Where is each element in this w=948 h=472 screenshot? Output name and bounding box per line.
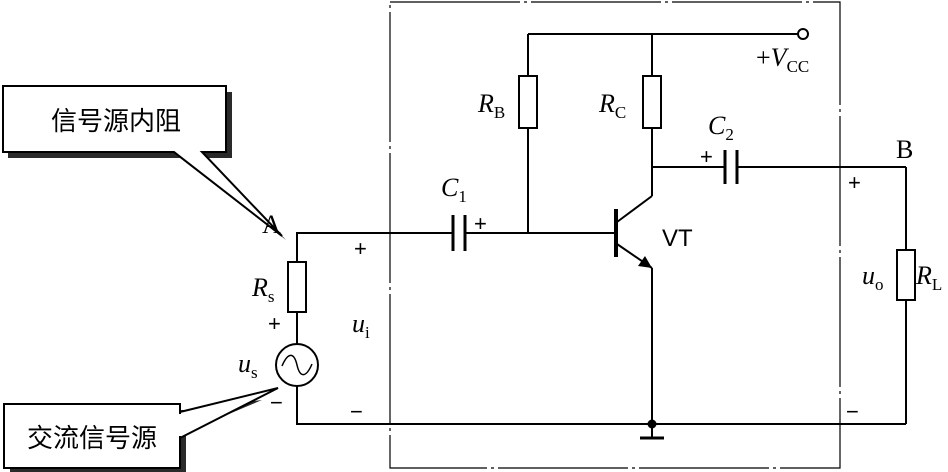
resistor-rs <box>287 261 307 313</box>
resistor-rb <box>518 75 538 129</box>
uo-label: uo <box>862 261 884 294</box>
us-plus-sign: + <box>268 311 281 336</box>
uo-minus-sign: − <box>846 399 859 424</box>
callout-source-resistance: 信号源内阻 <box>2 85 286 240</box>
transistor-vt <box>614 195 653 269</box>
resistor-rl <box>896 249 916 301</box>
node-a-label: A <box>262 210 281 239</box>
callout-ac-source-text: 交流信号源 <box>27 424 157 454</box>
rs-label: Rs <box>251 273 275 306</box>
uo-plus-sign: + <box>848 170 861 195</box>
ui-minus-sign: − <box>350 399 363 424</box>
resistor-rc <box>642 75 662 129</box>
c2-plus-sign: + <box>700 144 713 169</box>
vt-label: VT <box>662 225 693 252</box>
us-minus-sign: − <box>270 390 283 415</box>
capacitor-c2 <box>723 150 739 184</box>
ac-source <box>275 343 319 387</box>
vcc-label: +VCC <box>756 43 809 76</box>
sine-wave-icon <box>281 354 313 376</box>
us-label: us <box>238 349 258 382</box>
emitter-arrow-icon <box>638 256 652 268</box>
ui-label: ui <box>352 309 370 342</box>
c2-label: C2 <box>708 111 734 144</box>
c1-label: C1 <box>441 173 467 206</box>
rb-label: RB <box>477 89 505 122</box>
rl-label: RL <box>915 261 942 294</box>
ground-icon <box>640 424 664 440</box>
rc-label: RC <box>598 89 626 122</box>
callout-source-resistance-text: 信号源内阻 <box>51 107 181 137</box>
c1-plus-sign: + <box>474 211 487 236</box>
amplifier-boundary <box>389 1 841 469</box>
wires <box>296 33 907 425</box>
capacitor-c1 <box>451 215 467 251</box>
ui-plus-sign: + <box>354 236 367 261</box>
callout-ac-source: 交流信号源 <box>3 387 279 472</box>
node-b-label: B <box>896 135 913 164</box>
vcc-terminal <box>797 28 809 40</box>
